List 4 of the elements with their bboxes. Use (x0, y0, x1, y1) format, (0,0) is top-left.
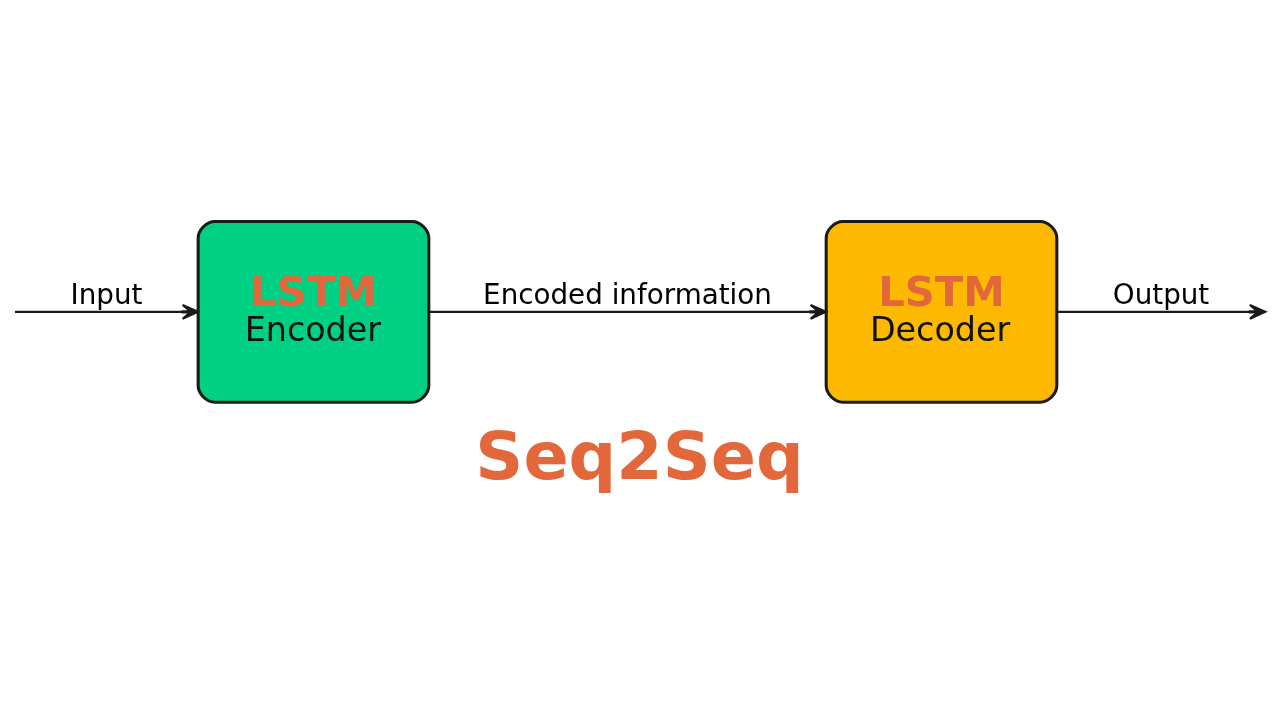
edge-label: Output (1112, 277, 1210, 311)
edge-label: Encoded information (483, 277, 772, 311)
edge-label: Input (70, 277, 143, 311)
caption: Seq2Seq (475, 416, 804, 495)
